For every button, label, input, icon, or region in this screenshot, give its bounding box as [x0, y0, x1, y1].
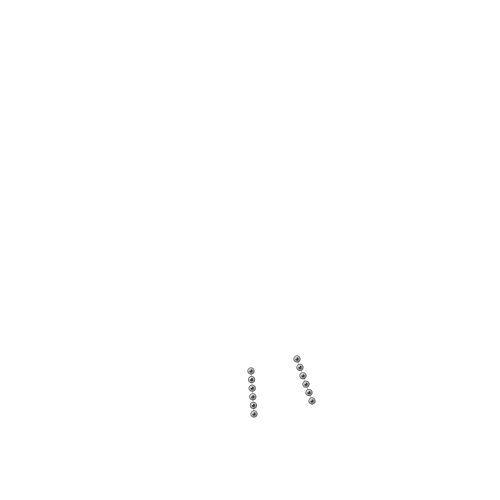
right-earring [293, 355, 316, 405]
stone-highlight [249, 369, 251, 371]
stone-highlight [307, 391, 309, 393]
stone-highlight [304, 382, 306, 384]
stone-highlight [295, 357, 297, 359]
stone-highlight [251, 395, 253, 397]
stone-highlight [298, 365, 300, 368]
stone-highlight [252, 412, 254, 414]
left-earring [247, 367, 258, 418]
stone-highlight [250, 386, 252, 388]
stone-highlight [251, 403, 254, 406]
stone-highlight [250, 378, 252, 380]
stone-highlight [310, 399, 312, 401]
stone-highlight [301, 374, 303, 376]
